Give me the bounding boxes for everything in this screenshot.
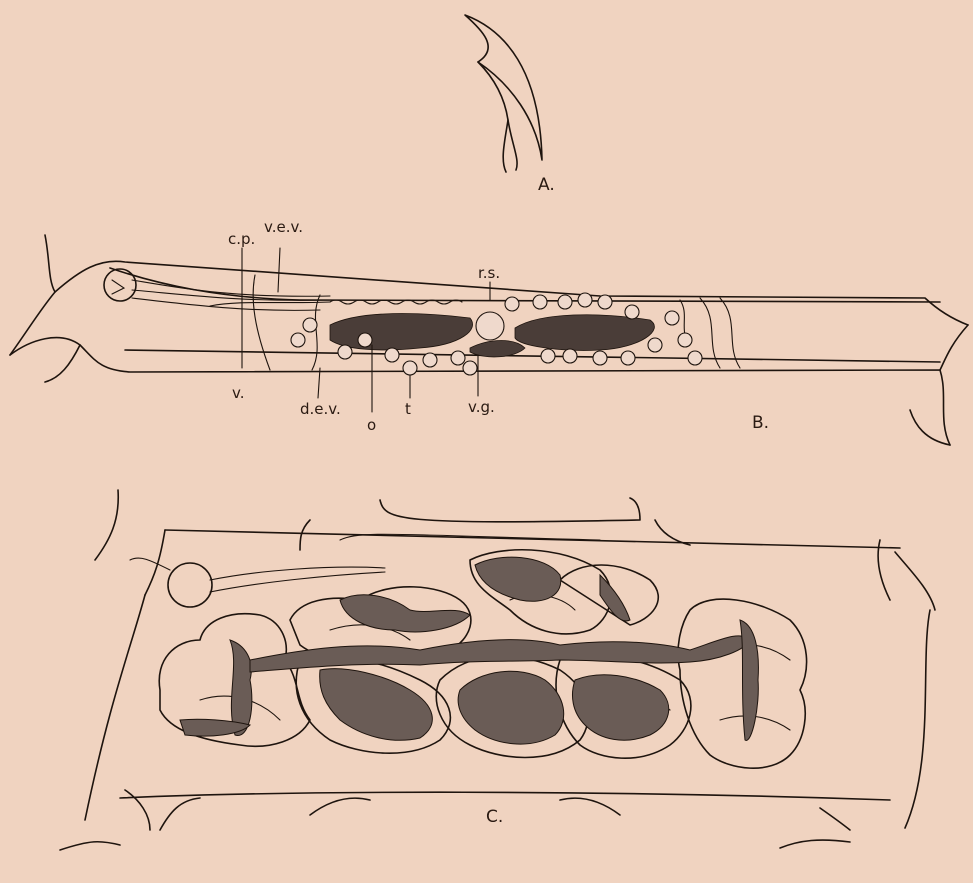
figure-a-label: A. [538,175,555,195]
figure-c-label: C. [486,807,503,827]
label-testes: t [405,400,411,418]
figure-b-label: B. [752,413,769,433]
figure-c-segment [60,490,935,850]
label-ventral-excretory-vessel: v.e.v. [264,218,303,236]
label-receptaculum-seminis: r.s. [478,264,500,282]
figure-a-spicule [465,15,542,172]
label-ovary: o [367,416,376,434]
label-vagina: v. [232,384,244,402]
label-cirrus-pouch: c.p. [228,230,255,248]
label-dorsal-excretory-vessel: d.e.v. [300,400,341,418]
label-vitelline-gland: v.g. [468,398,495,416]
